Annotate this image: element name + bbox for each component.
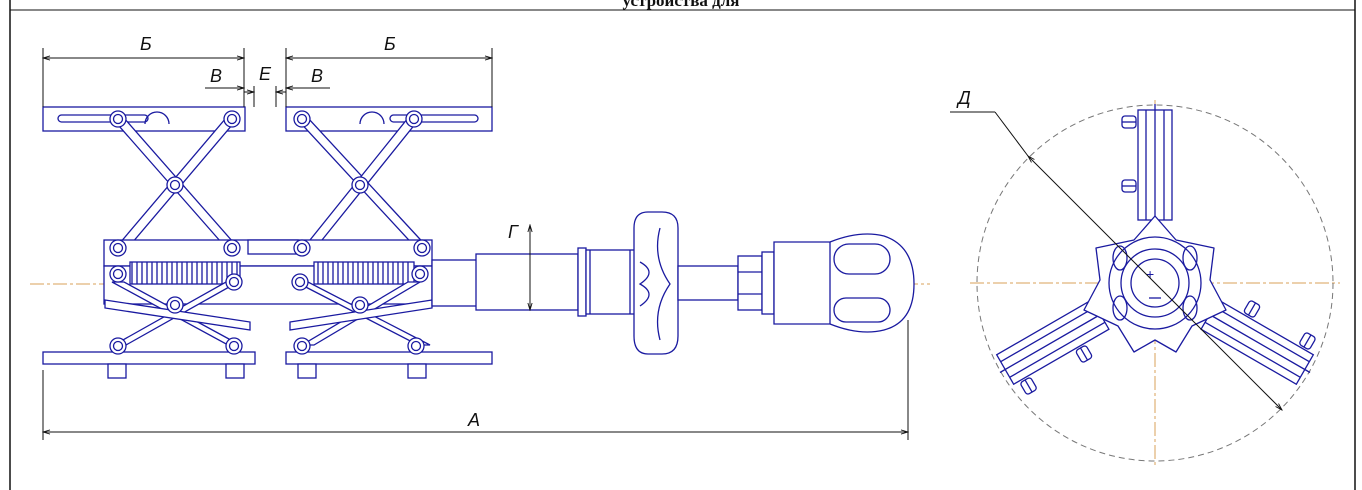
top-plate-right xyxy=(285,106,493,132)
dim-label-v-left: В xyxy=(210,66,222,86)
dim-label-b-left: Б xyxy=(140,34,152,54)
drawing-heading: устройства для xyxy=(622,0,740,10)
side-view xyxy=(42,106,915,379)
dim-label-d: Д xyxy=(956,88,971,108)
dimension-lines xyxy=(43,48,908,440)
bottom-plate-right xyxy=(285,351,493,379)
ratchet-handle xyxy=(773,233,915,333)
dim-label-g: Г xyxy=(508,222,519,242)
outer-diameter-circle xyxy=(976,104,1334,462)
dim-label-v-right: В xyxy=(311,66,323,86)
connecting-rod xyxy=(677,251,775,315)
svg-text:+: + xyxy=(1146,266,1154,282)
dim-label-a: А xyxy=(467,410,480,430)
handwheel xyxy=(633,211,679,355)
bottom-plate-left xyxy=(42,351,256,379)
spring-coils xyxy=(131,262,409,284)
dim-label-e: Е xyxy=(259,64,272,84)
dim-label-b-right: Б xyxy=(384,34,396,54)
diameter-line xyxy=(1028,156,1282,410)
top-plate-left xyxy=(42,106,246,132)
pivot-pins xyxy=(109,110,431,355)
drawing-border xyxy=(9,0,1356,490)
spring-right xyxy=(313,261,415,285)
screw-shaft xyxy=(431,247,639,317)
end-view: + xyxy=(950,104,1334,462)
clamp-arm-top xyxy=(1121,104,1173,221)
